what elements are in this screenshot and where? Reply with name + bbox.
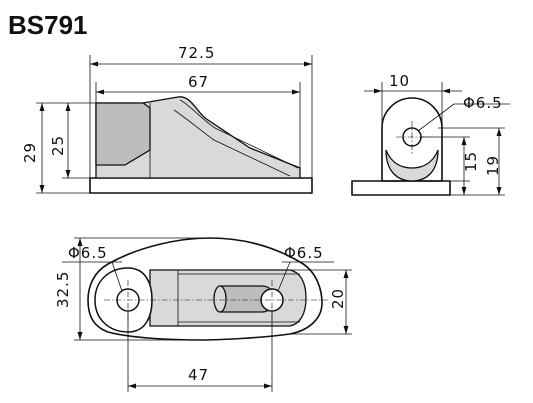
top-right-hole-leader: [277, 261, 291, 292]
dim-label-top-left-hole: Φ6.5: [68, 244, 108, 262]
part-number-title: BS791: [8, 10, 88, 40]
dim-label-hole-spacing: 47: [188, 366, 209, 384]
top-view: Φ6.5 Φ6.5 32.5 20 47: [54, 237, 352, 392]
side-base-plate: [89, 177, 313, 194]
side-ramp-line-lower: [173, 109, 291, 177]
front-hole-leader: [417, 103, 455, 132]
dim-label-body-height: 25: [49, 135, 67, 156]
front-cradle: [385, 149, 439, 182]
dim-label-top-right-hole: Φ6.5: [284, 244, 324, 262]
top-ramp-cap: [213, 285, 227, 313]
front-upright: [381, 97, 443, 182]
front-view: 10 Φ6.5 15 19: [351, 72, 510, 196]
side-ramp-line: [179, 99, 299, 169]
dim-label-front-width: 10: [389, 72, 410, 90]
dim-label-front-total-height: 19: [484, 155, 502, 176]
dim-label-inner-width: 20: [329, 288, 347, 309]
dim-label-front-hole: Φ6.5: [463, 94, 503, 112]
dim-label-total-height: 29: [21, 142, 39, 163]
dim-label-hole-height: 15: [462, 151, 480, 172]
front-base-plate: [351, 180, 451, 196]
dim-label-overall-width: 32.5: [54, 271, 72, 308]
dim-label-overall-length: 72.5: [178, 44, 215, 62]
dim-label-upper-length: 67: [188, 73, 209, 91]
dim-arrows-25: [65, 103, 71, 178]
dim-arrows-19: [496, 128, 502, 195]
top-left-hole-leader: [111, 261, 123, 292]
side-view: 72.5 67 29 25: [21, 44, 313, 194]
